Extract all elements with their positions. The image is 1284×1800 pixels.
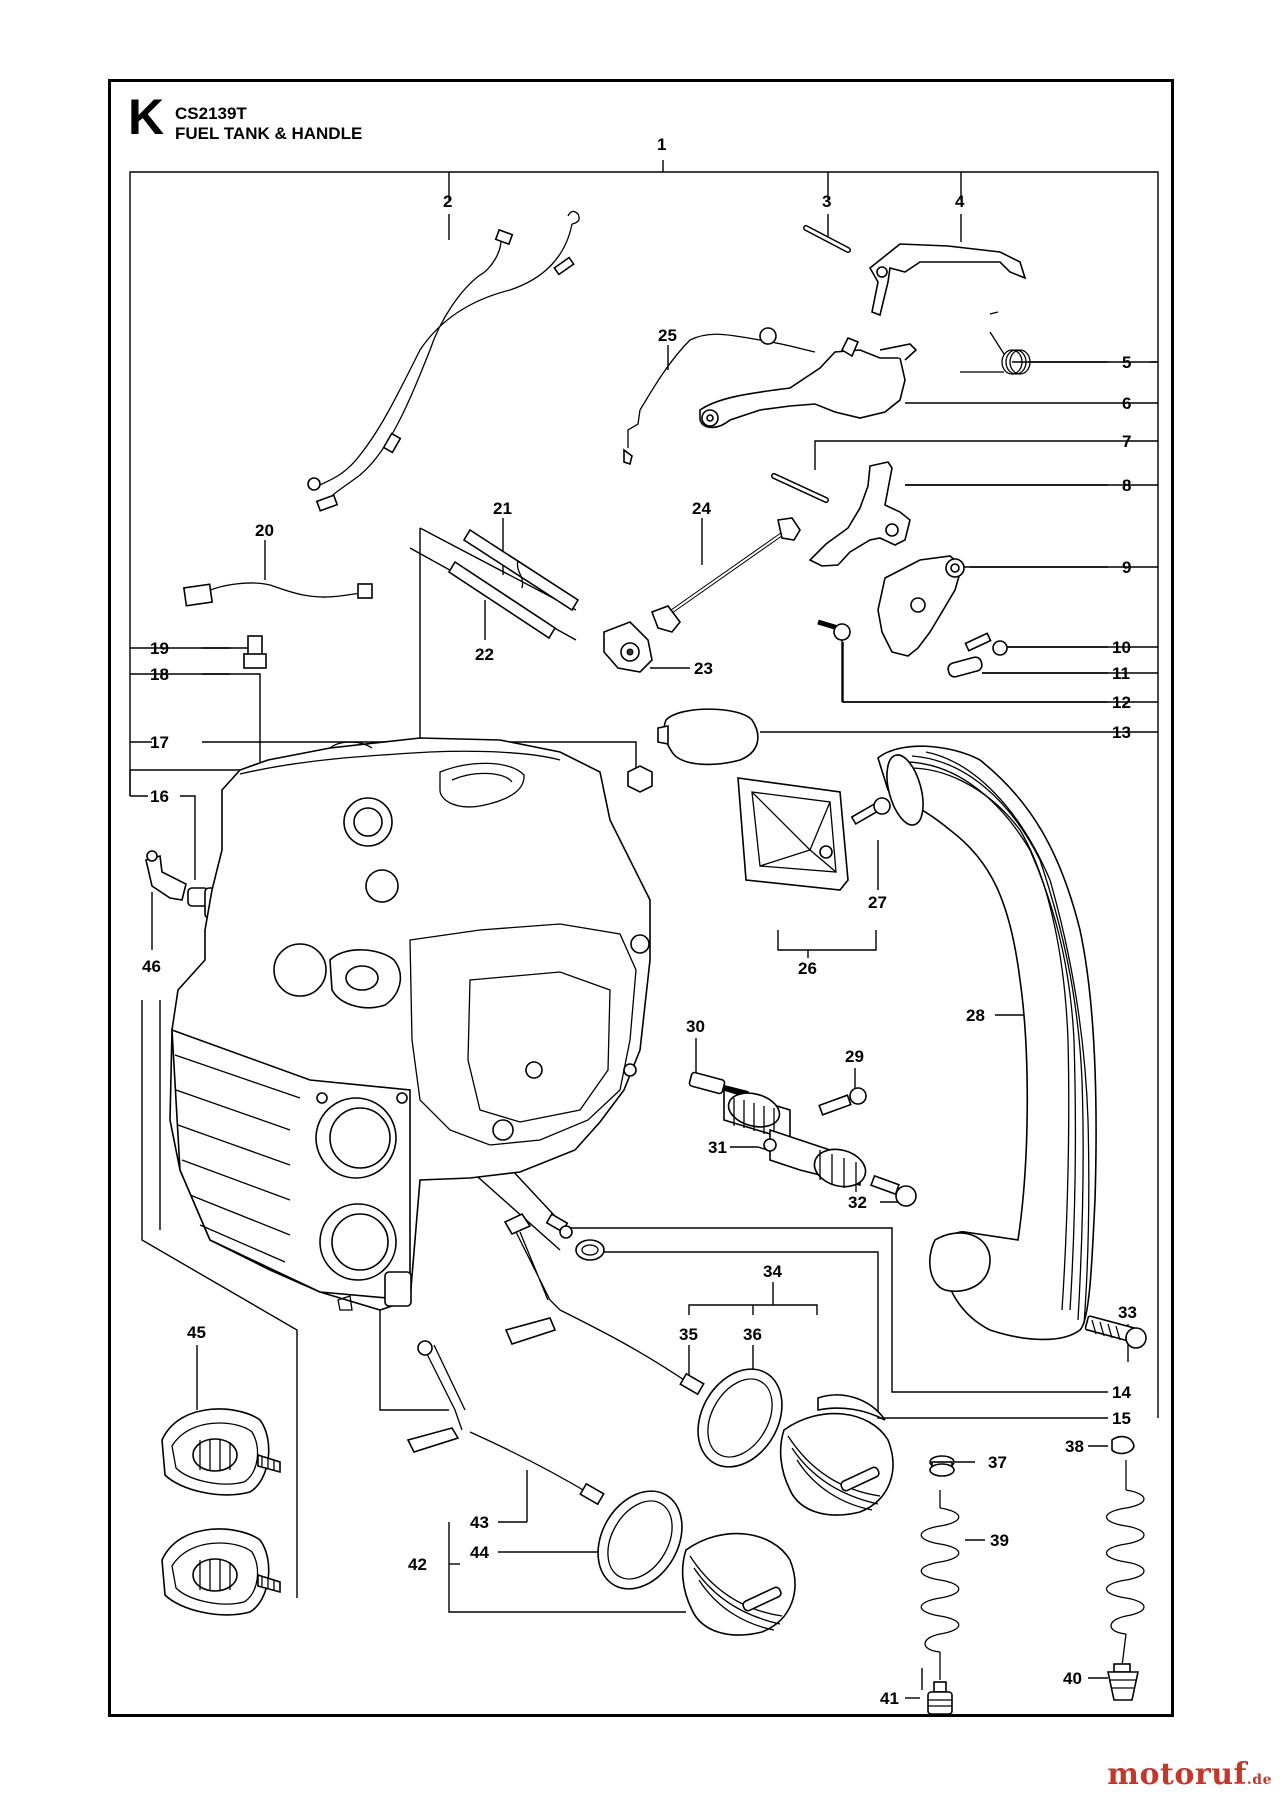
callout-1: 1: [657, 135, 666, 154]
fuel-hose-part: [447, 528, 580, 640]
callout-46: 46: [142, 957, 161, 976]
pin-part: [803, 225, 851, 253]
callout-16: 16: [150, 787, 169, 806]
choke-rod-part: [650, 517, 801, 633]
callout-23: 23: [694, 659, 713, 678]
fuel-hose-39-part: [920, 1490, 960, 1680]
grommet-part: [929, 1455, 955, 1477]
wire-harness-part: [307, 210, 580, 512]
elbow-connector-part: [145, 850, 187, 901]
callout-labels: 1 2 3 4 5 6 7 8 9 10 11 12 13 14 15 16 1…: [142, 135, 1137, 1708]
watermark-logo: motoruf.de: [1107, 1757, 1272, 1792]
filter-screen-part: [737, 777, 849, 891]
callout-41: 41: [880, 1689, 899, 1708]
callout-17: 17: [150, 733, 169, 752]
callout-7: 7: [1122, 432, 1131, 451]
callout-38: 38: [1065, 1437, 1084, 1456]
callout-19: 19: [150, 639, 169, 658]
bolt-29-part: [818, 1087, 867, 1116]
callout-25: 25: [658, 326, 677, 345]
callout-22: 22: [475, 645, 494, 664]
small-screw-part: [545, 1213, 573, 1239]
callout-28: 28: [966, 1006, 985, 1025]
callout-42: 42: [408, 1555, 427, 1574]
callout-5: 5: [1122, 353, 1131, 372]
fuel-cap-36-part: [779, 1394, 894, 1516]
callout-20: 20: [255, 521, 274, 540]
callout-30: 30: [686, 1017, 705, 1036]
valve-part: [603, 621, 653, 673]
throttle-rod-part: [623, 327, 816, 466]
callout-37: 37: [988, 1453, 1007, 1472]
callout-3: 3: [822, 192, 831, 211]
throttle-trigger-part: [699, 336, 918, 429]
callout-18: 18: [150, 665, 169, 684]
filter-40-part: [1107, 1663, 1139, 1701]
av-bushing-upper-part: [161, 1408, 281, 1496]
front-handle-part: [877, 745, 1097, 1341]
callout-9: 9: [1122, 558, 1131, 577]
diagram-title: FUEL TANK & HANDLE: [175, 124, 363, 143]
stud-part: [243, 635, 267, 669]
callout-8: 8: [1122, 476, 1131, 495]
diagram-header: CS2139T FUEL TANK & HANDLE: [175, 104, 362, 144]
callout-31: 31: [708, 1138, 727, 1157]
callout-32: 32: [848, 1193, 867, 1212]
model-number: CS2139T: [175, 104, 247, 123]
callout-39: 39: [990, 1531, 1009, 1550]
vent-plug-part: [575, 1239, 605, 1261]
leader-lines: [129, 160, 1159, 1699]
av-bushing-lower-part: [161, 1528, 281, 1616]
fuel-cap-strap-part: [503, 1212, 705, 1396]
callout-24: 24: [692, 499, 711, 518]
diagram-frame: [108, 79, 1174, 1717]
section-letter: K: [128, 89, 165, 145]
rubber-plug-part: [947, 656, 983, 678]
bolt-30-part: [688, 1071, 749, 1097]
throttle-lever-part: [868, 243, 1027, 317]
ground-wire-part: [182, 582, 373, 607]
callout-4: 4: [955, 192, 965, 211]
lever-screw-part: [817, 619, 851, 641]
callout-21: 21: [493, 499, 512, 518]
o-ring-44-part: [597, 1490, 683, 1590]
callout-14: 14: [1112, 1383, 1131, 1402]
nut-part: [627, 765, 653, 793]
callout-15: 15: [1112, 1409, 1131, 1428]
filter-screw-part: [850, 797, 891, 826]
callout-34: 34: [763, 1262, 782, 1281]
oval-cover-part: [657, 708, 759, 766]
callout-2: 2: [443, 192, 452, 211]
callout-11: 11: [1112, 664, 1130, 683]
handle-screw-part: [1084, 1315, 1147, 1349]
spring-part: [960, 311, 1031, 375]
callout-27: 27: [868, 893, 887, 912]
callout-29: 29: [845, 1047, 864, 1066]
callout-6: 6: [1122, 394, 1131, 413]
callout-35: 35: [679, 1325, 698, 1344]
screw-part: [964, 632, 1008, 656]
callout-33: 33: [1118, 1303, 1137, 1322]
bolt-32-part: [870, 1174, 917, 1207]
callout-40: 40: [1063, 1669, 1082, 1688]
oil-cap-strap-part: [406, 1340, 605, 1506]
filter-41-part: [927, 1681, 953, 1715]
anti-vibration-part: [723, 1088, 867, 1192]
callout-36: 36: [743, 1325, 762, 1344]
fuel-tank-housing: [169, 737, 651, 1311]
lever-bracket-part: [877, 555, 965, 657]
o-ring-36-part: [697, 1368, 783, 1468]
oil-hose-part: [1105, 1460, 1145, 1667]
callout-12: 12: [1112, 693, 1131, 712]
oil-cap-44-part: [681, 1532, 796, 1636]
throttle-lock-part: [771, 461, 911, 567]
callout-44: 44: [470, 1543, 489, 1562]
callout-45: 45: [187, 1323, 206, 1342]
callout-43: 43: [470, 1513, 489, 1532]
callout-26: 26: [798, 959, 817, 978]
clamp-38-part: [1111, 1435, 1135, 1455]
callout-13: 13: [1112, 723, 1131, 742]
callout-10: 10: [1112, 638, 1131, 657]
